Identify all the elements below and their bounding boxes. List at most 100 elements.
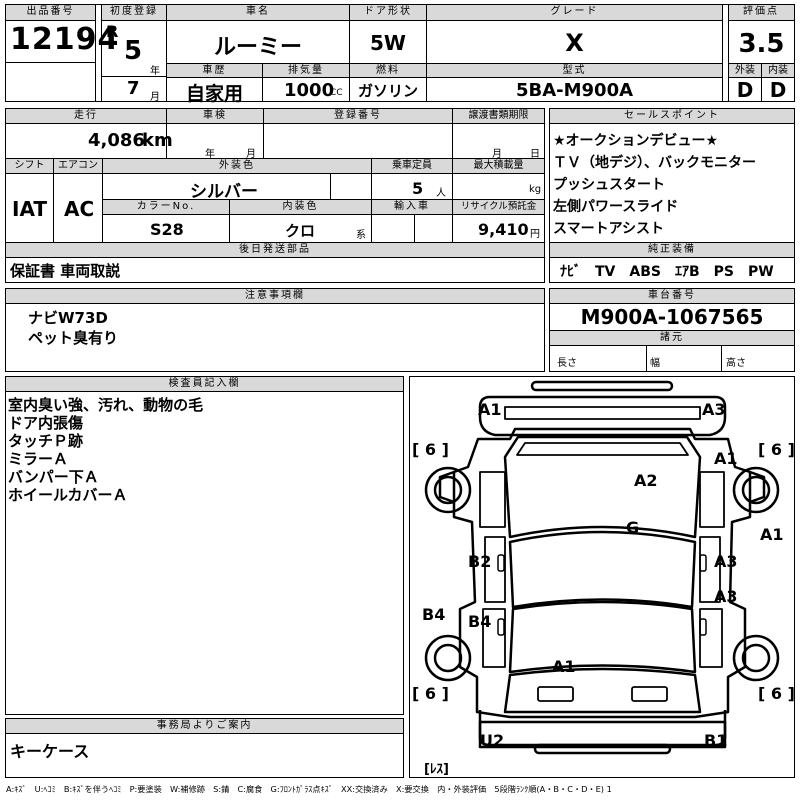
aircon-header: エアコン <box>54 159 102 173</box>
displacement-unit: CC <box>330 88 343 98</box>
inspector-note: 室内臭い強、汚れ、動物の毛 <box>8 396 204 414</box>
interior-color-header: 内装色 <box>230 200 371 214</box>
interior-header: 内装 <box>762 64 794 77</box>
tire-depth-label: [ 6 ] <box>758 684 795 703</box>
year-unit: 年 <box>150 66 160 77</box>
capacity-unit: 人 <box>436 188 446 199</box>
capacity-header: 乗車定員 <box>372 159 452 173</box>
width-label: 幅 <box>650 358 660 369</box>
sales-point: スマートアシスト <box>553 221 665 237</box>
car-name-header: 車名 <box>167 5 349 20</box>
era-label: R <box>106 22 119 41</box>
car-name: ルーミー <box>213 35 302 60</box>
interior-grade: D <box>769 78 787 102</box>
interior-color-unit: 系 <box>356 230 366 241</box>
diagram-label: B2 <box>468 552 492 571</box>
height-label: 高さ <box>726 358 746 369</box>
diagram-label: A3 <box>702 400 726 419</box>
registration-year: 5 <box>124 36 143 66</box>
displacement-header: 排気量 <box>263 64 349 77</box>
office-header: 事務局よりご案内 <box>6 719 403 733</box>
aircon: AC <box>64 197 95 221</box>
diagram-label: B1 <box>704 731 728 750</box>
note-line: ペット臭有り <box>28 329 119 347</box>
transfer-month-unit: 月 <box>492 149 502 160</box>
inspection-header: 車検 <box>167 109 263 123</box>
diagram-label: A1 <box>478 400 502 419</box>
diagram-label: A1 <box>714 449 738 468</box>
recycle-header: リサイクル預託金 <box>453 200 544 214</box>
shift-header: シフト <box>6 159 53 173</box>
max-load-header: 最大積載量 <box>453 159 544 173</box>
model-code: 5BA-M900A <box>515 80 634 101</box>
fuel: ガソリン <box>357 82 418 100</box>
inspector-note: バンパー下Ａ <box>8 468 99 486</box>
chassis-number: M900A-1067565 <box>580 305 764 329</box>
notes-header: 注意事項欄 <box>6 289 544 303</box>
sales-point: ★オークションデビュー★ <box>553 133 719 149</box>
recycle-unit: 円 <box>530 229 540 240</box>
notes-section <box>5 288 545 372</box>
color-number: S28 <box>150 220 184 239</box>
sales-points-section <box>549 108 795 283</box>
office-note: キーケース <box>10 742 90 761</box>
inspection-year-unit: 年 <box>205 149 215 160</box>
diagram-label: G <box>626 518 640 537</box>
diagram-label: U2 <box>480 731 505 750</box>
sales-point: プッシュスタート <box>553 177 665 193</box>
capacity: 5 <box>412 179 424 198</box>
mileage: 4,086 <box>88 130 145 151</box>
diagram-label: B4 <box>422 605 446 624</box>
chassis-header: 車台番号 <box>550 289 794 303</box>
color-number-header: カラーNo. <box>103 200 229 214</box>
inspector-note: タッチＰ跡 <box>8 432 84 450</box>
lot-number-header: 出品番号 <box>6 5 95 20</box>
inspection-month-unit: 月 <box>246 149 256 160</box>
exterior-color-header: 外装色 <box>103 159 371 173</box>
tire-depth-label: [ 6 ] <box>758 440 795 459</box>
registration-month: 7 <box>127 78 140 99</box>
inspector-note: ホイールカバーＡ <box>8 486 128 504</box>
mileage-header: 走行 <box>6 109 166 123</box>
car-outline-diagram <box>424 380 780 755</box>
diagram-label: A1 <box>760 525 784 544</box>
sales-point: 左側パワースライド <box>553 199 679 215</box>
registration-number-header: 登録番号 <box>264 109 452 123</box>
diagram-label: A3 <box>714 552 738 571</box>
spec-header: 諸元 <box>550 331 794 345</box>
transfer-day-unit: 日 <box>530 149 540 160</box>
factory-equipment: ﾅﾋﾞ TV ABS ｴｱB PS PW <box>560 264 774 280</box>
shift: IAT <box>12 197 48 221</box>
inspector-header: 検査員記入欄 <box>6 377 403 391</box>
vehicle-details-section <box>5 108 545 283</box>
later-parts-header: 後日発送部品 <box>6 243 544 257</box>
model-header: 型式 <box>427 64 722 77</box>
history-header: 車歴 <box>167 64 262 77</box>
exterior-header: 外装 <box>729 64 761 77</box>
top-section <box>5 4 795 102</box>
diagram-label: A1 <box>552 657 576 676</box>
spare-tire-label: [ﾚｽ] <box>424 762 449 777</box>
sales-points-header: セールスポイント <box>550 109 794 123</box>
equipment-header: 純正装備 <box>550 243 794 257</box>
door-type-header: ドア形状 <box>350 5 426 20</box>
car-history: 自家用 <box>185 83 243 105</box>
exterior-grade: D <box>736 78 754 102</box>
sales-point: ＴＶ（地デジ）、バックモニター <box>553 155 756 171</box>
diagram-label: A2 <box>634 471 658 490</box>
load-unit: kg <box>529 184 542 195</box>
tire-depth-label: [ 6 ] <box>412 684 449 703</box>
score-header: 評価点 <box>728 5 794 20</box>
lot-number: 12194 <box>10 22 120 57</box>
month-unit: 月 <box>150 92 160 103</box>
fuel-header: 燃料 <box>350 64 426 77</box>
tire-depth-label: [ 6 ] <box>412 440 449 459</box>
damage-diagram <box>409 376 795 778</box>
legend: A:ｷｽﾞ U:ﾍｺﾐ B:ｷｽﾞを伴うﾍｺﾐ P:要塗装 W:補修跡 S:錆 … <box>6 784 612 794</box>
mileage-unit: km <box>142 130 173 151</box>
import-header: 輸入車 <box>372 200 452 214</box>
exterior-color: シルバー <box>190 182 258 202</box>
inspector-note: ドア内張傷 <box>8 414 84 432</box>
recycle-fee: 9,410 <box>478 220 529 239</box>
office-section <box>5 718 404 778</box>
